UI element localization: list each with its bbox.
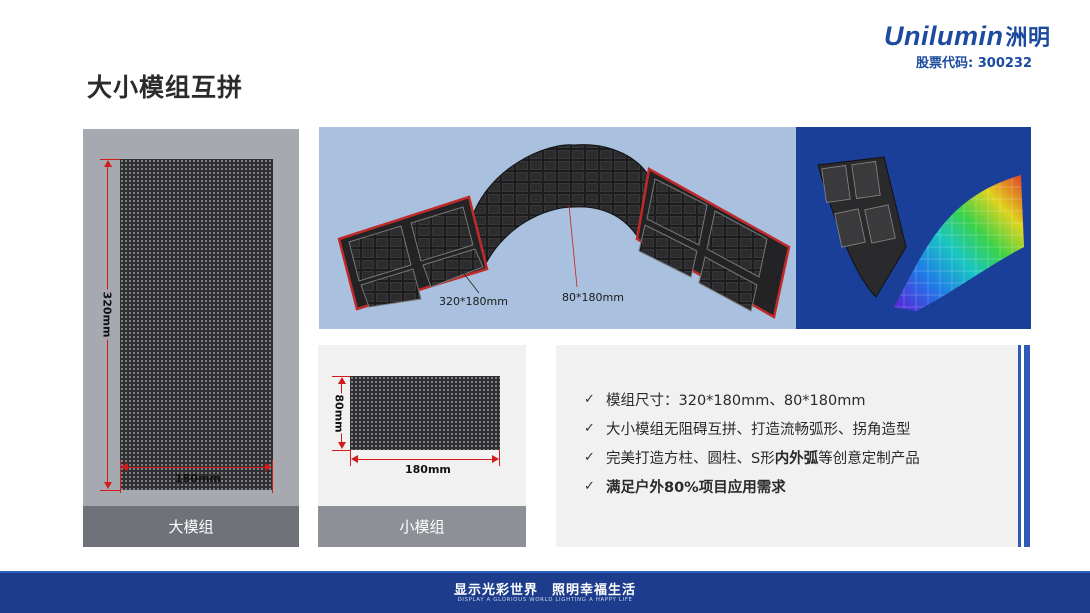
big-module-caption: 大模组 bbox=[83, 506, 299, 547]
feature-text: 大小模组无阻碍互拼、打造流畅弧形、拐角造型 bbox=[606, 422, 911, 438]
arrow-left-icon bbox=[121, 463, 128, 471]
arrow-right-icon bbox=[265, 463, 272, 471]
feature-panel: ✓ 模组尺寸：320*180mm、80*180mm ✓ 大小模组无阻碍互拼、打造… bbox=[556, 345, 1030, 547]
width-dimension-line bbox=[123, 467, 269, 468]
list-item: ✓ 大小模组无阻碍互拼、打造流畅弧形、拐角造型 bbox=[584, 414, 920, 443]
logo-brand: Unilumin洲明 bbox=[884, 20, 1051, 52]
logo-brand-text: Unilumin bbox=[884, 21, 1004, 51]
check-icon: ✓ bbox=[584, 450, 595, 465]
dimension-tick bbox=[272, 460, 273, 493]
dimension-tick bbox=[499, 450, 500, 466]
dimension-tick bbox=[100, 490, 120, 491]
dimension-tick bbox=[120, 460, 121, 493]
dimension-tick bbox=[332, 376, 350, 377]
small-module-width-label: 180mm bbox=[405, 463, 451, 476]
small-module-image bbox=[350, 376, 500, 450]
dimension-tick bbox=[350, 450, 351, 466]
flexible-display-image bbox=[796, 127, 1031, 329]
footer-bar: 显示光彩世界 照明幸福生活 DISPLAY A GLORIOUS WORLD L… bbox=[0, 571, 1090, 613]
feature-list: ✓ 模组尺寸：320*180mm、80*180mm ✓ 大小模组无阻碍互拼、打造… bbox=[584, 385, 920, 501]
list-item: ✓ 完美打造方柱、圆柱、S形内外弧等创意定制产品 bbox=[584, 443, 920, 472]
list-item: ✓ 满足户外80%项目应用需求 bbox=[584, 472, 920, 501]
logo-brand-cn: 洲明 bbox=[1005, 25, 1051, 50]
curved-display-image: 320*180mm 80*180mm bbox=[319, 127, 796, 329]
feature-text-after: 等创意定制产品 bbox=[818, 451, 920, 467]
feature-text-before: 完美打造方柱、圆柱、S形 bbox=[606, 451, 775, 467]
dimension-tick bbox=[332, 450, 350, 451]
big-module-panel: 320mm 180mm 大模组 bbox=[83, 129, 299, 547]
company-logo: Unilumin洲明 股票代码: 300232 bbox=[884, 20, 1074, 71]
curved-screen-illustration bbox=[337, 144, 791, 319]
page-title: 大小模组互拼 bbox=[87, 73, 244, 102]
arrow-up-icon bbox=[338, 377, 346, 384]
flexible-screen-illustration bbox=[817, 156, 1024, 311]
small-module-caption: 小模组 bbox=[318, 506, 526, 547]
feature-text-bold: 内外弧 bbox=[774, 451, 819, 467]
check-icon: ✓ bbox=[584, 392, 595, 407]
list-item: ✓ 模组尺寸：320*180mm、80*180mm bbox=[584, 385, 920, 414]
arrow-down-icon bbox=[104, 482, 112, 489]
feature-text: 满足户外80%项目应用需求 bbox=[606, 480, 786, 496]
small-module-height-label: 80mm bbox=[330, 393, 348, 434]
arrow-up-icon bbox=[104, 160, 112, 167]
big-module-width-label: 180mm bbox=[175, 472, 221, 485]
stock-code: 股票代码: 300232 bbox=[916, 56, 1032, 71]
large-module-size-label: 320*180mm bbox=[439, 295, 508, 308]
arrow-left-icon bbox=[351, 455, 358, 463]
footer-slogan-en: DISPLAY A GLORIOUS WORLD LIGHTING A HAPP… bbox=[457, 597, 633, 603]
check-icon: ✓ bbox=[584, 479, 595, 494]
big-module-image bbox=[120, 159, 273, 490]
arrow-right-icon bbox=[492, 455, 499, 463]
dimension-tick bbox=[100, 159, 120, 160]
footer-slogan: 显示光彩世界 照明幸福生活 bbox=[453, 583, 636, 598]
feature-text: 模组尺寸：320*180mm、80*180mm bbox=[606, 393, 866, 409]
left-large-module bbox=[337, 195, 489, 311]
check-icon: ✓ bbox=[584, 421, 595, 436]
width-dimension-line bbox=[353, 459, 496, 460]
small-module-size-label: 80*180mm bbox=[562, 291, 624, 304]
right-large-module bbox=[635, 167, 791, 319]
small-module-panel: 80mm 180mm 小模组 bbox=[318, 345, 526, 547]
arrow-down-icon bbox=[338, 442, 346, 449]
big-module-height-label: 320mm bbox=[97, 289, 117, 340]
